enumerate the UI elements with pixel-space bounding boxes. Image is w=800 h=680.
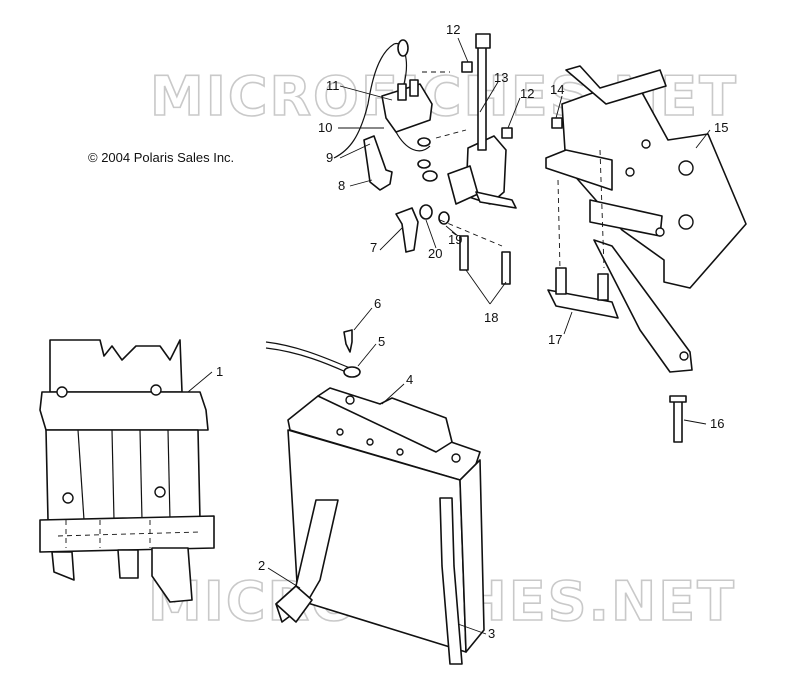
callout-12b: 12 (520, 86, 534, 101)
callout-14: 14 (550, 82, 564, 97)
callout-20: 20 (428, 246, 442, 261)
callout-3: 3 (488, 626, 495, 641)
callout-12a: 12 (446, 22, 460, 37)
callout-18: 18 (484, 310, 498, 325)
callout-11: 11 (326, 78, 340, 93)
mounting-bracket (545, 65, 747, 373)
battery (287, 387, 485, 653)
battery-holder-tray (39, 339, 215, 603)
callout-10: 10 (318, 120, 332, 135)
vent-tube (439, 497, 463, 665)
callout-7: 7 (370, 240, 377, 255)
copyright-notice: © 2004 Polaris Sales Inc. (88, 150, 235, 165)
leader-lines (187, 37, 711, 635)
callout-6: 6 (374, 296, 381, 311)
callout-8: 8 (338, 178, 345, 193)
callout-15: 15 (714, 120, 728, 135)
callout-13: 13 (494, 70, 508, 85)
battery-strap (275, 499, 339, 623)
callout-5: 5 (378, 334, 385, 349)
callout-4: 4 (406, 372, 413, 387)
callout-16: 16 (710, 416, 724, 431)
solenoid-assembly (333, 33, 517, 285)
callout-1: 1 (216, 364, 223, 379)
callout-9: 9 (326, 150, 333, 165)
callout-17: 17 (548, 332, 562, 347)
base-plate (547, 267, 619, 319)
callout-2: 2 (258, 558, 265, 573)
callout-19: 19 (448, 232, 462, 247)
rivet (669, 395, 687, 443)
negative-cable (265, 329, 361, 378)
callout-labels: 1 2 3 4 5 6 7 8 9 10 11 12 12 13 14 15 1… (216, 22, 728, 641)
